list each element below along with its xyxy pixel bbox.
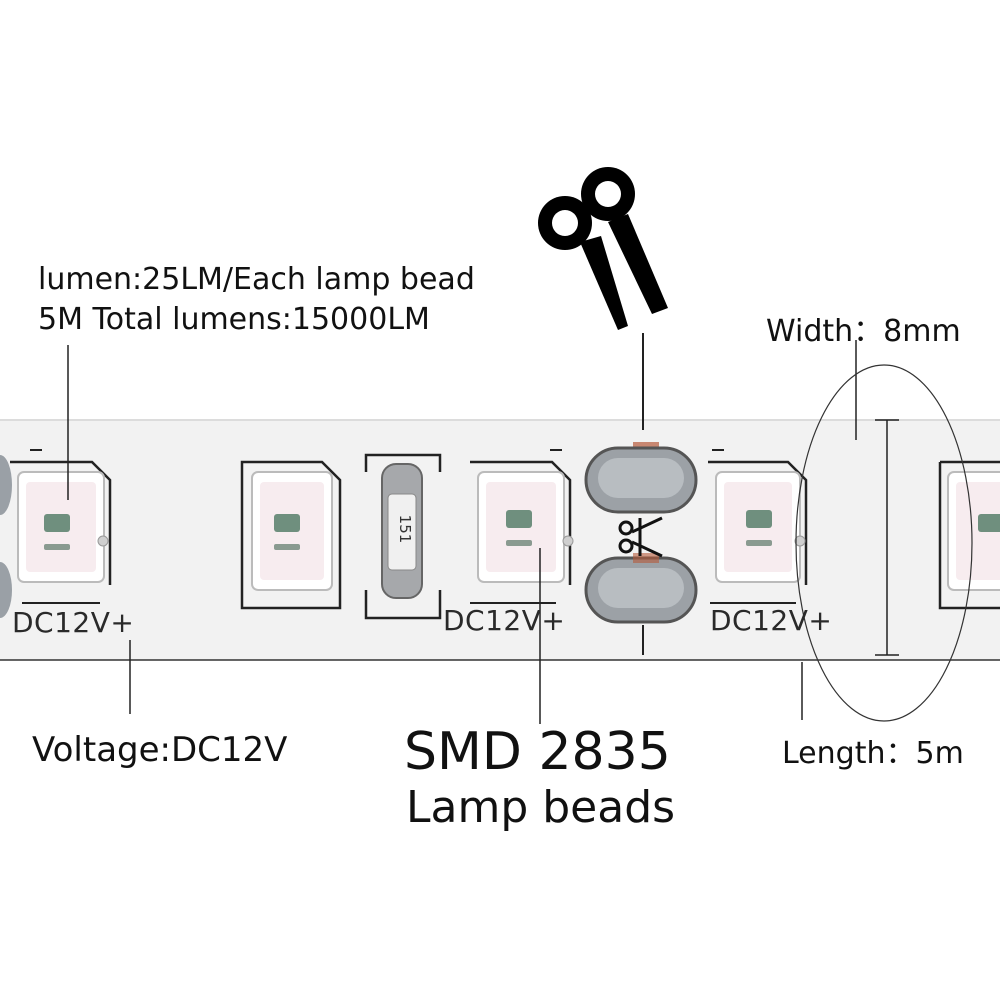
lamp-beads-label: Lamp beads — [406, 782, 676, 833]
scissors-icon — [538, 167, 668, 330]
width-dimension — [875, 419, 899, 656]
polarity-label: DC12V+ — [443, 604, 566, 637]
width-label: Width：8mm — [766, 314, 961, 349]
voltage-label: Voltage:DC12V — [32, 730, 288, 770]
led-bead — [10, 449, 112, 604]
smd-label: SMD 2835 — [404, 722, 671, 782]
lumen-per-bead-label: lumen:25LM/Each lamp bead — [38, 262, 475, 297]
solder-pad — [0, 455, 12, 515]
length-label: Length：5m — [782, 736, 964, 771]
led-bead — [708, 449, 808, 604]
cut-point — [584, 333, 698, 655]
resistor-code: 151 — [396, 514, 414, 544]
led-bead — [240, 460, 342, 610]
width-highlight-ellipse — [795, 364, 973, 722]
solder-pad — [0, 562, 12, 618]
total-lumens-label: 5M Total lumens:15000LM — [38, 302, 430, 337]
polarity-label: DC12V+ — [12, 606, 135, 639]
led-bead — [938, 460, 1000, 610]
led-bead — [470, 449, 574, 604]
polarity-label: DC12V+ — [710, 604, 833, 637]
resistor — [364, 453, 442, 620]
